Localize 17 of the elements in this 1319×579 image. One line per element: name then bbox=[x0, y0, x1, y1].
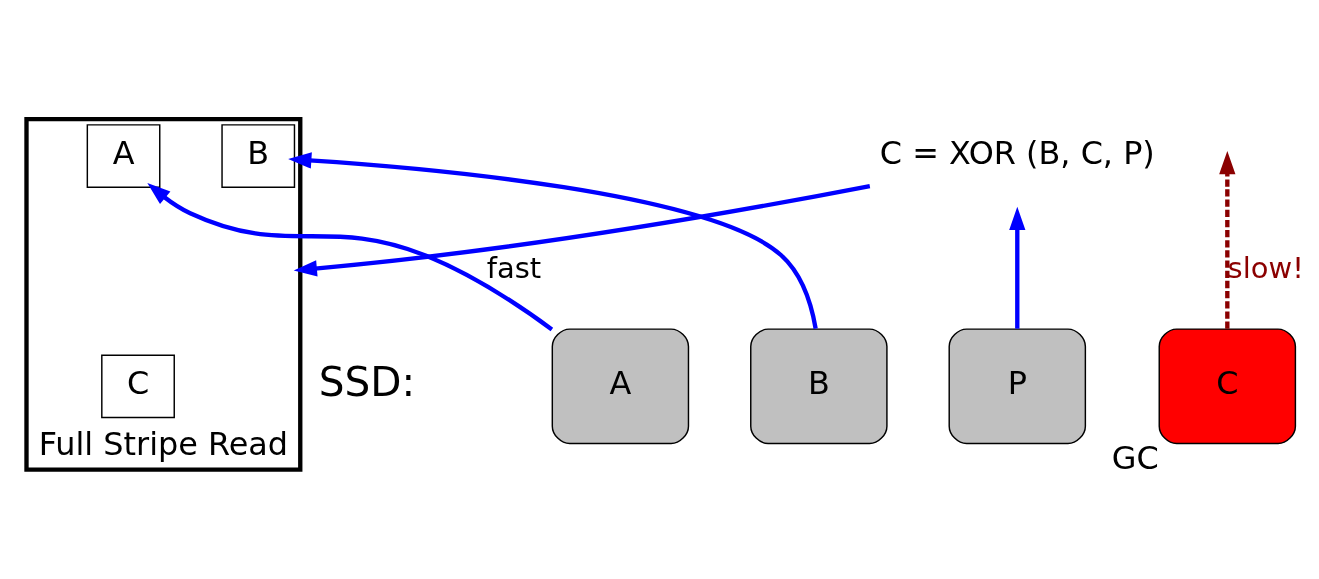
arrow bbox=[293, 183, 871, 276]
node-text: C = XOR (B, C, P) bbox=[879, 133, 1155, 172]
node-box: B bbox=[750, 327, 888, 444]
arrow bbox=[147, 182, 554, 331]
node-box: A bbox=[551, 327, 690, 444]
node-box: C bbox=[101, 353, 175, 418]
edge-label: fast bbox=[486, 250, 542, 285]
node-box: B bbox=[221, 123, 296, 188]
label: SSD: bbox=[318, 357, 416, 406]
node-box: C bbox=[1158, 327, 1297, 444]
arrow bbox=[1009, 206, 1026, 329]
arrow bbox=[1219, 150, 1236, 329]
node-box: P bbox=[948, 327, 1087, 444]
node-label: GC bbox=[1111, 438, 1159, 477]
edge-label: slow! bbox=[1227, 250, 1304, 285]
arrow bbox=[288, 151, 818, 329]
node-box: A bbox=[86, 123, 161, 188]
